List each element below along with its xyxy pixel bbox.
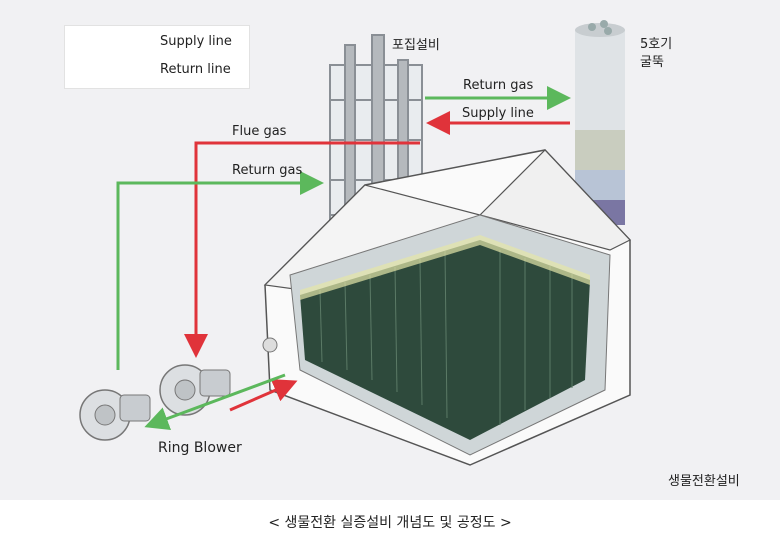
blower-to-greenhouse-arrow bbox=[229, 379, 298, 412]
greenhouse bbox=[262, 149, 631, 466]
tower-label: 포집설비 bbox=[392, 38, 440, 53]
supply-line-label: Supply line bbox=[462, 106, 534, 121]
figure-caption: < 생물전환 실증설비 개념도 및 공정도 > bbox=[268, 515, 512, 531]
facility-label: 생물전환설비 bbox=[668, 474, 740, 489]
return-gas-line bbox=[116, 171, 324, 370]
ring-blower-label: Ring Blower bbox=[158, 440, 242, 456]
legend-supply-label: Supply line bbox=[160, 34, 232, 49]
flue-gas-line bbox=[184, 141, 420, 358]
chimney-label: 5호기 굴뚝 bbox=[640, 37, 673, 70]
flue-gas-label: Flue gas bbox=[232, 124, 287, 139]
legend bbox=[64, 25, 250, 89]
legend-return-label: Return line bbox=[160, 62, 231, 77]
ring-blower-left bbox=[79, 389, 151, 441]
diagram-drawing bbox=[79, 20, 631, 466]
return-gas-top-label: Return gas bbox=[463, 78, 534, 93]
ring-blower-right bbox=[159, 364, 231, 416]
return-gas-left-label: Return gas bbox=[232, 163, 303, 178]
greenhouse-to-blower-arrow bbox=[144, 373, 286, 431]
